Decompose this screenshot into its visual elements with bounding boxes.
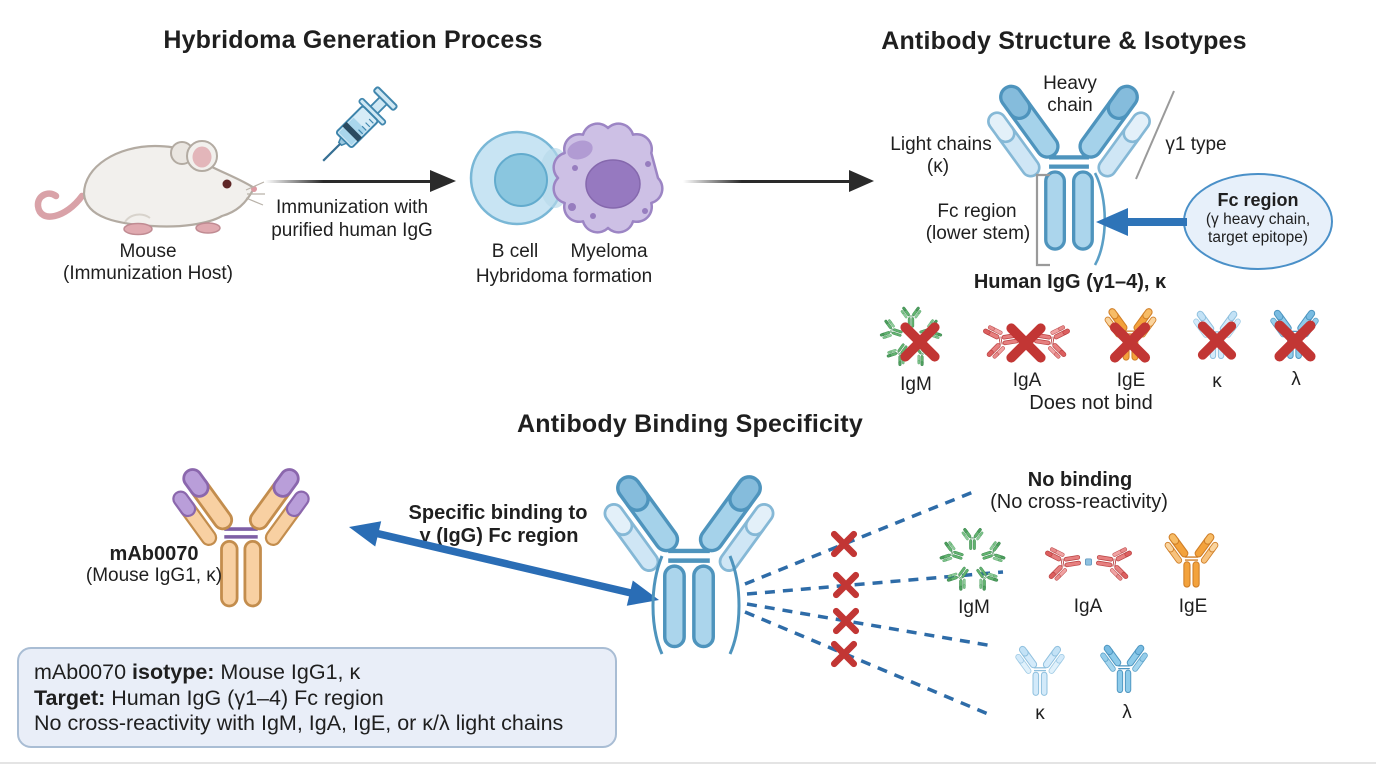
nb-label-kappa: κ <box>1035 703 1045 724</box>
does-not-bind-label: Does not bind <box>1029 392 1153 414</box>
x-mark-icon <box>829 640 859 668</box>
specific-binding-line1: Specific binding to <box>408 502 588 524</box>
x-mark-icon <box>1195 320 1239 361</box>
x-mark-icon <box>831 607 861 635</box>
x-mark-icon <box>1107 321 1153 364</box>
immunization-caption-line1: Immunization with <box>275 197 429 218</box>
no-binding-line2: (No cross-reactivity) <box>990 491 1168 513</box>
nb-label-lambda: λ <box>1122 702 1132 723</box>
mouse-sublabel: (Immunization Host) <box>63 263 233 284</box>
immunization-caption-line2: purified human IgG <box>271 220 433 241</box>
mab-info-box: mAb0070 isotype: Mouse IgG1, κ Target: H… <box>17 647 617 748</box>
specific-binding-line2: γ (IgG) Fc region <box>419 525 579 547</box>
fusion-cells-icon <box>469 122 664 234</box>
fc-callout-line2: target epitope) <box>1208 228 1308 246</box>
info-line2: Target: Human IgG (γ1–4) Fc region <box>34 685 384 710</box>
iga-icon <box>1037 535 1140 590</box>
arrow-to-structure-head <box>849 170 874 192</box>
mab0070-sub-label: (Mouse IgG1, κ) <box>85 565 223 586</box>
x-mark-icon <box>1271 319 1319 363</box>
nb-label-ige: IgE <box>1178 596 1208 617</box>
fc-callout-title: Fc region <box>1217 190 1299 210</box>
fc-callout-line1: (γ heavy chain, <box>1205 210 1311 228</box>
info-line1: mAb0070 isotype: Mouse IgG1, κ <box>34 660 361 684</box>
fc-region-label-line2: (lower stem) <box>925 223 1031 244</box>
myeloma-label: Myeloma <box>570 241 648 262</box>
lambda-icon <box>1097 643 1151 694</box>
kappa-icon <box>1012 644 1068 697</box>
light-chains-label-line1: Light chains <box>890 134 992 155</box>
light-chains-label-line2: (κ) <box>926 156 950 177</box>
binding-double-arrow-icon <box>349 521 659 606</box>
arrow-to-structure <box>683 179 851 183</box>
fc-parens-icon <box>651 555 741 655</box>
mab0070-name-label: mAb0070 <box>109 543 199 565</box>
no-binding-dashes-icon <box>744 488 1004 716</box>
x-mark-icon <box>831 571 861 599</box>
arrow-immunization <box>265 179 432 183</box>
fusion-label: Hybridoma formation <box>475 266 653 287</box>
mouse-icon <box>34 140 265 236</box>
syringe-icon <box>322 86 398 162</box>
isotype-label-iga: IgA <box>1012 370 1042 391</box>
mouse-label: Mouse <box>119 241 177 262</box>
isotype-label-igm: IgM <box>900 374 932 395</box>
mab0070-icon <box>163 464 319 608</box>
gamma1-bracket-icon <box>1135 90 1175 180</box>
x-mark-icon <box>829 530 859 558</box>
no-binding-line1: No binding <box>1027 469 1133 491</box>
x-mark-icon <box>1001 322 1051 364</box>
x-mark-icon <box>898 321 942 363</box>
fc-bracket-icon <box>1035 173 1050 267</box>
fc-region-label-line1: Fc region <box>937 201 1017 222</box>
hybridoma-title: Hybridoma Generation Process <box>163 26 543 54</box>
bottom-divider <box>0 762 1376 764</box>
nb-label-igm: IgM <box>958 597 990 618</box>
igm-icon <box>935 523 1010 597</box>
nb-label-iga: IgA <box>1073 596 1103 617</box>
gamma1-type-label: γ1 type <box>1165 134 1227 155</box>
info-line3: No cross-reactivity with IgM, IgA, IgE, … <box>34 711 564 735</box>
ige-icon <box>1161 531 1222 588</box>
fc-callout-arrow-icon <box>1096 208 1187 236</box>
heavy-chain-label-line2: chain <box>1047 95 1093 116</box>
isotype-label-ige: IgE <box>1116 370 1146 391</box>
bcell-label: B cell <box>491 241 539 262</box>
binding-title: Antibody Binding Specificity <box>517 410 863 438</box>
structure-title: Antibody Structure & Isotypes <box>881 27 1247 55</box>
arrow-immunization-head <box>430 170 456 192</box>
isotype-label-kappa: κ <box>1212 371 1222 392</box>
isotype-label-lambda: λ <box>1291 369 1301 390</box>
fc-region-callout: Fc region (γ heavy chain, target epitope… <box>1183 173 1333 270</box>
heavy-chain-label-line1: Heavy <box>1043 73 1097 94</box>
human-igg-caption: Human IgG (γ1–4), κ <box>973 271 1167 293</box>
